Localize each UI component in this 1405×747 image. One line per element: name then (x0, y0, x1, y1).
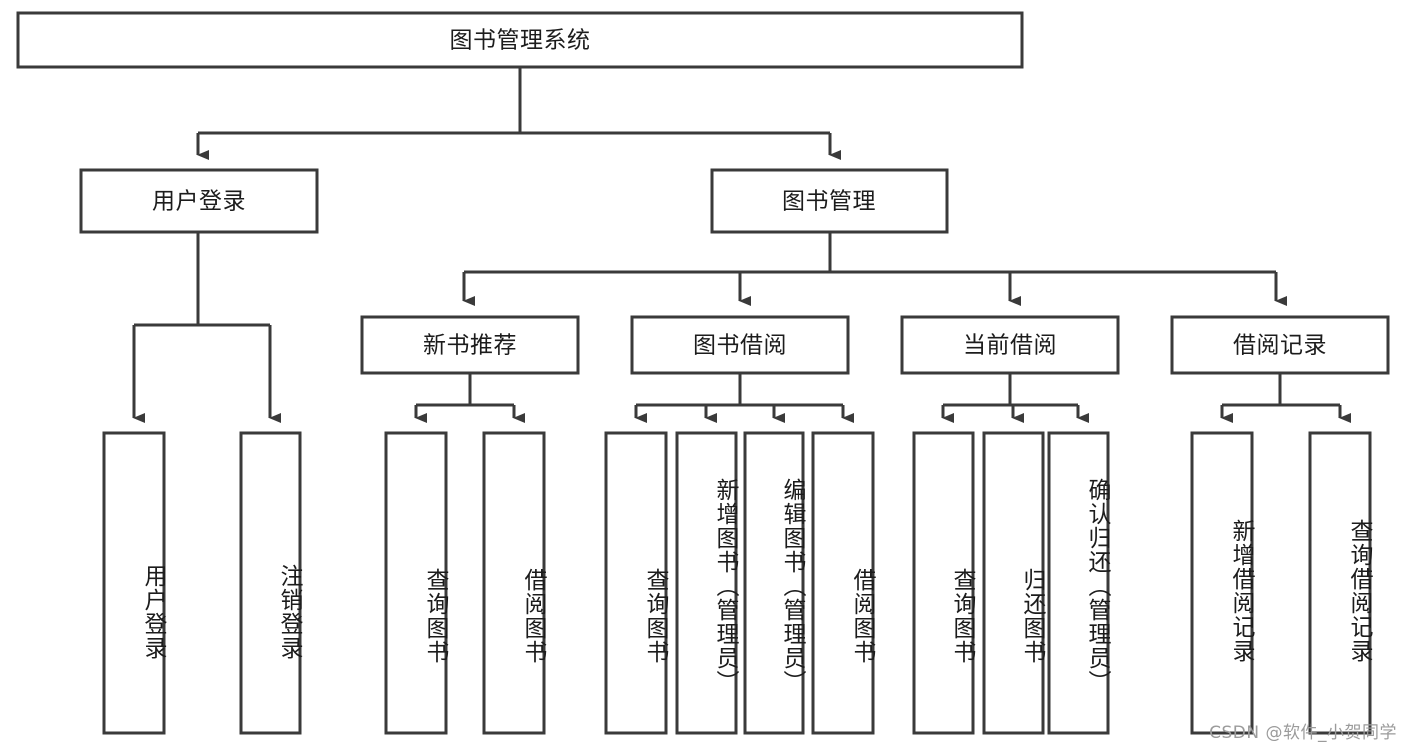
node-current-borrow-box[interactable] (900, 315, 1120, 375)
node-book-borrow-box[interactable] (630, 315, 850, 375)
node-book-borrow[interactable]: 图书借阅 (630, 315, 850, 375)
leaf-user-login-box[interactable] (102, 431, 166, 735)
leaf-add-book-box[interactable] (675, 431, 738, 735)
node-root[interactable]: 图书管理系统 (16, 11, 1024, 69)
leaf-borrow-book-2-box[interactable] (811, 431, 875, 735)
node-new-book-recommend[interactable]: 新书推荐 (360, 315, 580, 375)
connector-layer (132, 67, 1351, 423)
leaf-borrow-book-1-box[interactable] (482, 431, 546, 735)
node-book-manage[interactable]: 图书管理 (710, 168, 949, 234)
node-book-borrow-label: 图书借阅 (693, 333, 787, 359)
node-borrow-record-box[interactable] (1170, 315, 1390, 375)
leaf-add-record-box[interactable] (1190, 431, 1254, 735)
node-borrow-record[interactable]: 借阅记录 (1170, 315, 1390, 375)
csdn-watermark: CSDN @软件_小贺同学 (1209, 723, 1397, 743)
node-book-manage-box[interactable] (710, 168, 949, 234)
leaf-box-layer (102, 431, 1372, 735)
node-user-login-box[interactable] (79, 168, 319, 234)
leaf-query-record-box[interactable] (1308, 431, 1372, 735)
node-root-label: 图书管理系统 (450, 28, 591, 54)
node-root-box[interactable] (16, 11, 1024, 69)
leaf-query-book-1-box[interactable] (384, 431, 448, 735)
node-current-borrow[interactable]: 当前借阅 (900, 315, 1120, 375)
node-new-book-recommend-label: 新书推荐 (423, 333, 517, 359)
leaf-query-book-3-box[interactable] (912, 431, 975, 735)
leaf-edit-book-box[interactable] (743, 431, 805, 735)
node-current-borrow-label: 当前借阅 (963, 333, 1057, 359)
leaf-logout-login-box[interactable] (239, 431, 302, 735)
node-user-login-label: 用户登录 (152, 189, 246, 215)
node-user-login[interactable]: 用户登录 (79, 168, 319, 234)
leaf-query-book-2-box[interactable] (604, 431, 668, 735)
node-borrow-record-label: 借阅记录 (1233, 333, 1327, 359)
node-new-book-recommend-box[interactable] (360, 315, 580, 375)
node-book-manage-label: 图书管理 (782, 189, 876, 215)
leaf-return-book-box[interactable] (982, 431, 1045, 735)
leaf-confirm-return-box[interactable] (1047, 431, 1110, 735)
